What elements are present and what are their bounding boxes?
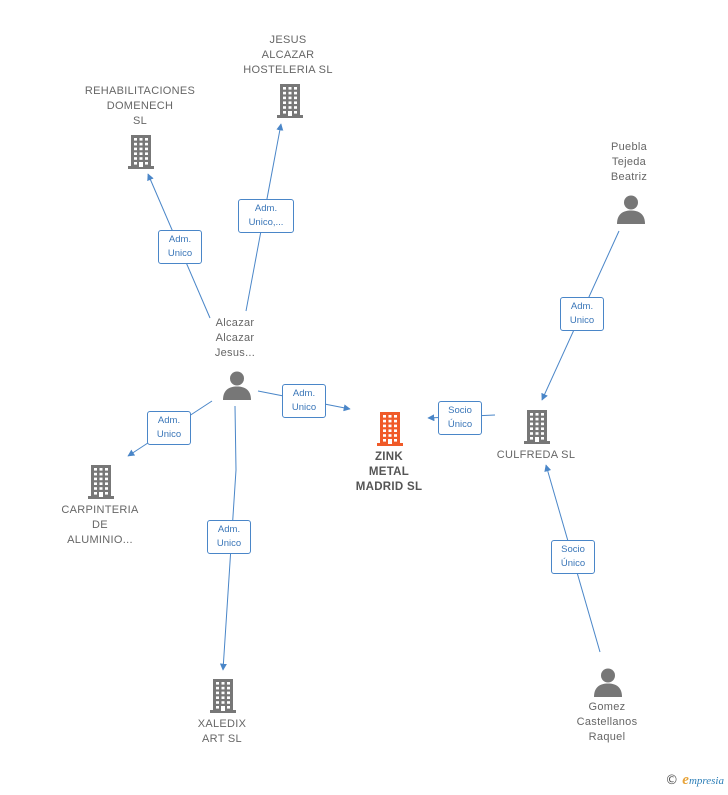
building-icon [277,84,303,118]
node-rehab[interactable] [126,133,156,174]
edge-label-alcazar-rehab[interactable]: Adm. Unico [158,230,202,264]
node-label-zink[interactable]: ZINK METAL MADRID SL [309,450,469,495]
node-label-carpinteria[interactable]: CARPINTERIA DE ALUMINIO... [20,503,180,548]
person-icon [223,371,251,400]
node-jesus[interactable] [275,82,305,123]
node-label-text: JESUS ALCAZAR HOSTELERIA SL [243,33,333,76]
node-alcazar[interactable] [222,370,252,405]
node-label-text: ZINK METAL MADRID SL [355,450,423,493]
node-label-puebla[interactable]: Puebla Tejeda Beatriz [549,140,709,185]
person-icon [617,195,645,224]
edge-label-culfreda-zink[interactable]: Socio Único [438,401,482,435]
node-carpinteria[interactable] [86,463,116,504]
node-label-text: Gomez Castellanos Raquel [576,700,638,743]
node-label-gomez[interactable]: Gomez Castellanos Raquel [527,700,687,745]
node-label-xaledix[interactable]: XALEDIX ART SL [142,717,302,747]
node-label-text: XALEDIX ART SL [197,718,247,745]
copyright-icon: © [665,773,679,788]
building-icon [524,410,550,444]
building-icon [88,465,114,499]
building-icon [377,412,403,446]
node-label-text: REHABILITACIONES DOMENECH SL [84,84,196,127]
edge-label-alcazar-zink[interactable]: Adm. Unico [282,384,326,418]
edge-alcazar-xaledix [219,405,237,671]
node-label-text: CULFREDA SL [496,448,576,461]
brand-initial: e [682,772,689,788]
building-icon [128,135,154,169]
node-culfreda[interactable] [522,408,552,449]
edge-label-alcazar-jesus[interactable]: Adm. Unico,... [238,199,294,233]
node-zink[interactable] [375,410,405,451]
node-label-text: CARPINTERIA DE ALUMINIO... [61,503,139,546]
node-label-text: Puebla Tejeda Beatriz [610,140,648,183]
edge-label-puebla-culfreda[interactable]: Adm. Unico [560,297,604,331]
node-xaledix[interactable] [208,677,238,718]
node-label-alcazar[interactable]: Alcazar Alcazar Jesus... [155,316,315,361]
node-gomez[interactable] [593,667,623,702]
edge-label-gomez-culfreda[interactable]: Socio Único [551,540,595,574]
person-icon [594,668,622,697]
node-label-jesus[interactable]: JESUS ALCAZAR HOSTELERIA SL [208,33,368,78]
node-label-rehab[interactable]: REHABILITACIONES DOMENECH SL [60,84,220,129]
brand-name: mpresia [688,775,724,787]
edge-label-alcazar-xaledix[interactable]: Adm. Unico [207,520,251,554]
node-label-culfreda[interactable]: CULFREDA SL [456,448,616,463]
node-label-text: Alcazar Alcazar Jesus... [214,316,256,359]
brand-footer[interactable]: ©empresia [665,772,724,789]
edge-label-alcazar-carpinteria[interactable]: Adm. Unico [147,411,191,445]
building-icon [210,679,236,713]
node-puebla[interactable] [616,194,646,229]
